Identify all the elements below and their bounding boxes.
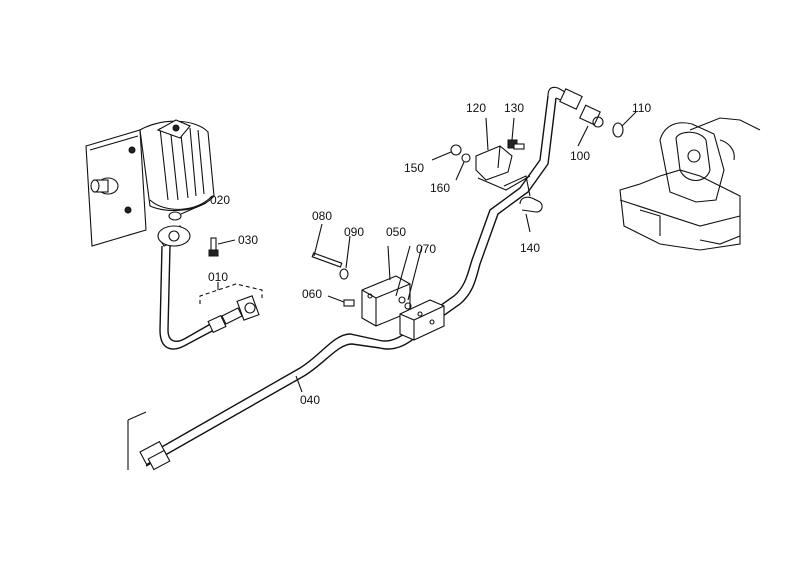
bolt-130 — [507, 117, 525, 150]
label-150: 150 — [404, 161, 424, 175]
o-ring-020 — [168, 202, 207, 221]
hydraulic-pump — [85, 119, 215, 247]
label-070: 070 — [416, 242, 436, 256]
clamp-block-070 — [395, 245, 445, 341]
fitting-100 — [559, 88, 604, 147]
label-110: 110 — [632, 101, 651, 115]
label-080: 080 — [312, 209, 332, 223]
label-140: 140 — [520, 241, 540, 255]
label-010: 010 — [208, 270, 228, 284]
o-ring-110 — [612, 111, 637, 138]
callout-010 — [199, 282, 263, 304]
label-130: 130 — [504, 101, 524, 115]
u-bolt-140 — [503, 175, 543, 233]
label-040: 040 — [300, 393, 320, 407]
nut-160 — [455, 153, 471, 181]
label-160: 160 — [430, 181, 450, 195]
label-090: 090 — [344, 225, 364, 239]
label-050: 050 — [386, 225, 406, 239]
bolt-080 — [311, 223, 343, 268]
label-020: 020 — [210, 193, 230, 207]
label-060: 060 — [302, 287, 322, 301]
label-120: 120 — [466, 101, 486, 115]
bolt-030 — [208, 237, 236, 257]
part-labels: 020 030 010 040 080 090 050 070 060 120 … — [208, 101, 651, 407]
pipe-010 — [157, 225, 260, 350]
label-100: 100 — [570, 149, 590, 163]
label-030: 030 — [238, 233, 258, 247]
nut-060 — [327, 295, 355, 307]
transmission-housing — [619, 117, 761, 251]
washer-090 — [339, 235, 351, 280]
clamp-120 — [475, 117, 531, 191]
washer-150 — [431, 144, 462, 161]
